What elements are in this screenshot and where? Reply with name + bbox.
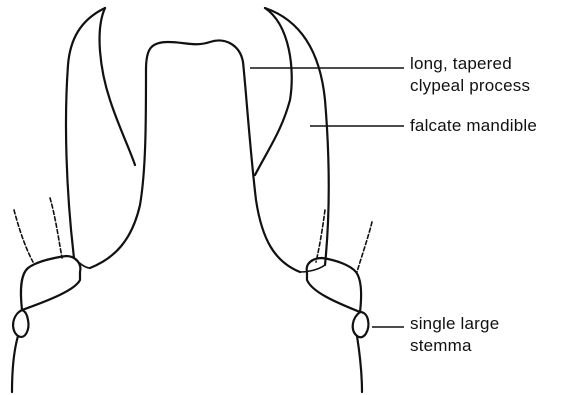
right-falcate-mandible bbox=[255, 8, 329, 265]
single-large-stemma bbox=[353, 312, 369, 337]
label-falcate-mandible: falcate mandible bbox=[410, 116, 537, 136]
head-capsule bbox=[12, 336, 362, 392]
label-stemma-line2: stemma bbox=[410, 336, 472, 356]
left-setae bbox=[14, 198, 62, 262]
left-stemma bbox=[13, 310, 28, 337]
left-falcate-mandible bbox=[66, 8, 135, 258]
right-genal-lobe bbox=[307, 258, 362, 312]
right-mandible-base bbox=[300, 265, 325, 272]
clypeal-process bbox=[90, 41, 300, 272]
label-stemma-line1: single large bbox=[410, 314, 499, 334]
left-genal-lobe bbox=[21, 256, 80, 310]
label-clypeal-process-line1: long, tapered bbox=[410, 54, 512, 74]
label-clypeal-process-line2: clypeal process bbox=[410, 76, 530, 96]
